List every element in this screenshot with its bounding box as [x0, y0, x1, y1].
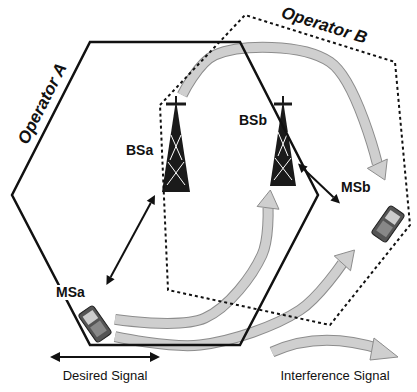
interference-arrow: [115, 250, 354, 346]
cell-border: [12, 42, 318, 345]
arrow-body: [182, 47, 377, 163]
arrow-head: [334, 250, 354, 271]
station-label: BSb: [238, 113, 268, 128]
arrow-outline: [182, 47, 377, 163]
operator-cell: Operator BBSbMSb: [160, 15, 410, 325]
operator-label: Operator B: [279, 4, 369, 48]
interference-arrow: [182, 47, 387, 180]
desired-signal-sample: [50, 352, 160, 362]
arrow-head: [367, 159, 387, 180]
arrow-outline: [115, 263, 342, 345]
mobile-station: MSa: [55, 285, 115, 343]
legend-text: Interference Signal: [278, 369, 391, 384]
interference-arrow: [115, 190, 279, 323]
interference-signal-sample: [272, 338, 398, 360]
base-station: BSb: [238, 95, 298, 190]
arrow-head: [147, 195, 155, 205]
station-label: BSa: [125, 143, 154, 158]
station-label: MSa: [55, 285, 86, 300]
mobile-station: MSb: [340, 180, 408, 250]
base-station-tower: [162, 96, 190, 192]
arrow-line: [305, 170, 334, 198]
arrow-body: [115, 208, 268, 324]
arrow-outline: [115, 208, 268, 324]
arrow-line: [111, 203, 151, 277]
hexagon-outline: [160, 15, 410, 325]
mobile-phone: [371, 205, 405, 243]
mobile-phone: [78, 305, 112, 343]
arrow-body: [115, 263, 342, 345]
arrow-head: [257, 190, 279, 209]
arrow-head: [330, 194, 340, 203]
base-station: BSa: [125, 95, 193, 195]
operator-cell: Operator ABSaMSa: [12, 42, 318, 345]
cell-border: [160, 15, 410, 325]
station-label: MSb: [340, 180, 372, 195]
arrow-head: [106, 275, 114, 285]
desired-signal-arrow: [106, 195, 155, 285]
legend-text: Desired Signal: [61, 369, 150, 384]
